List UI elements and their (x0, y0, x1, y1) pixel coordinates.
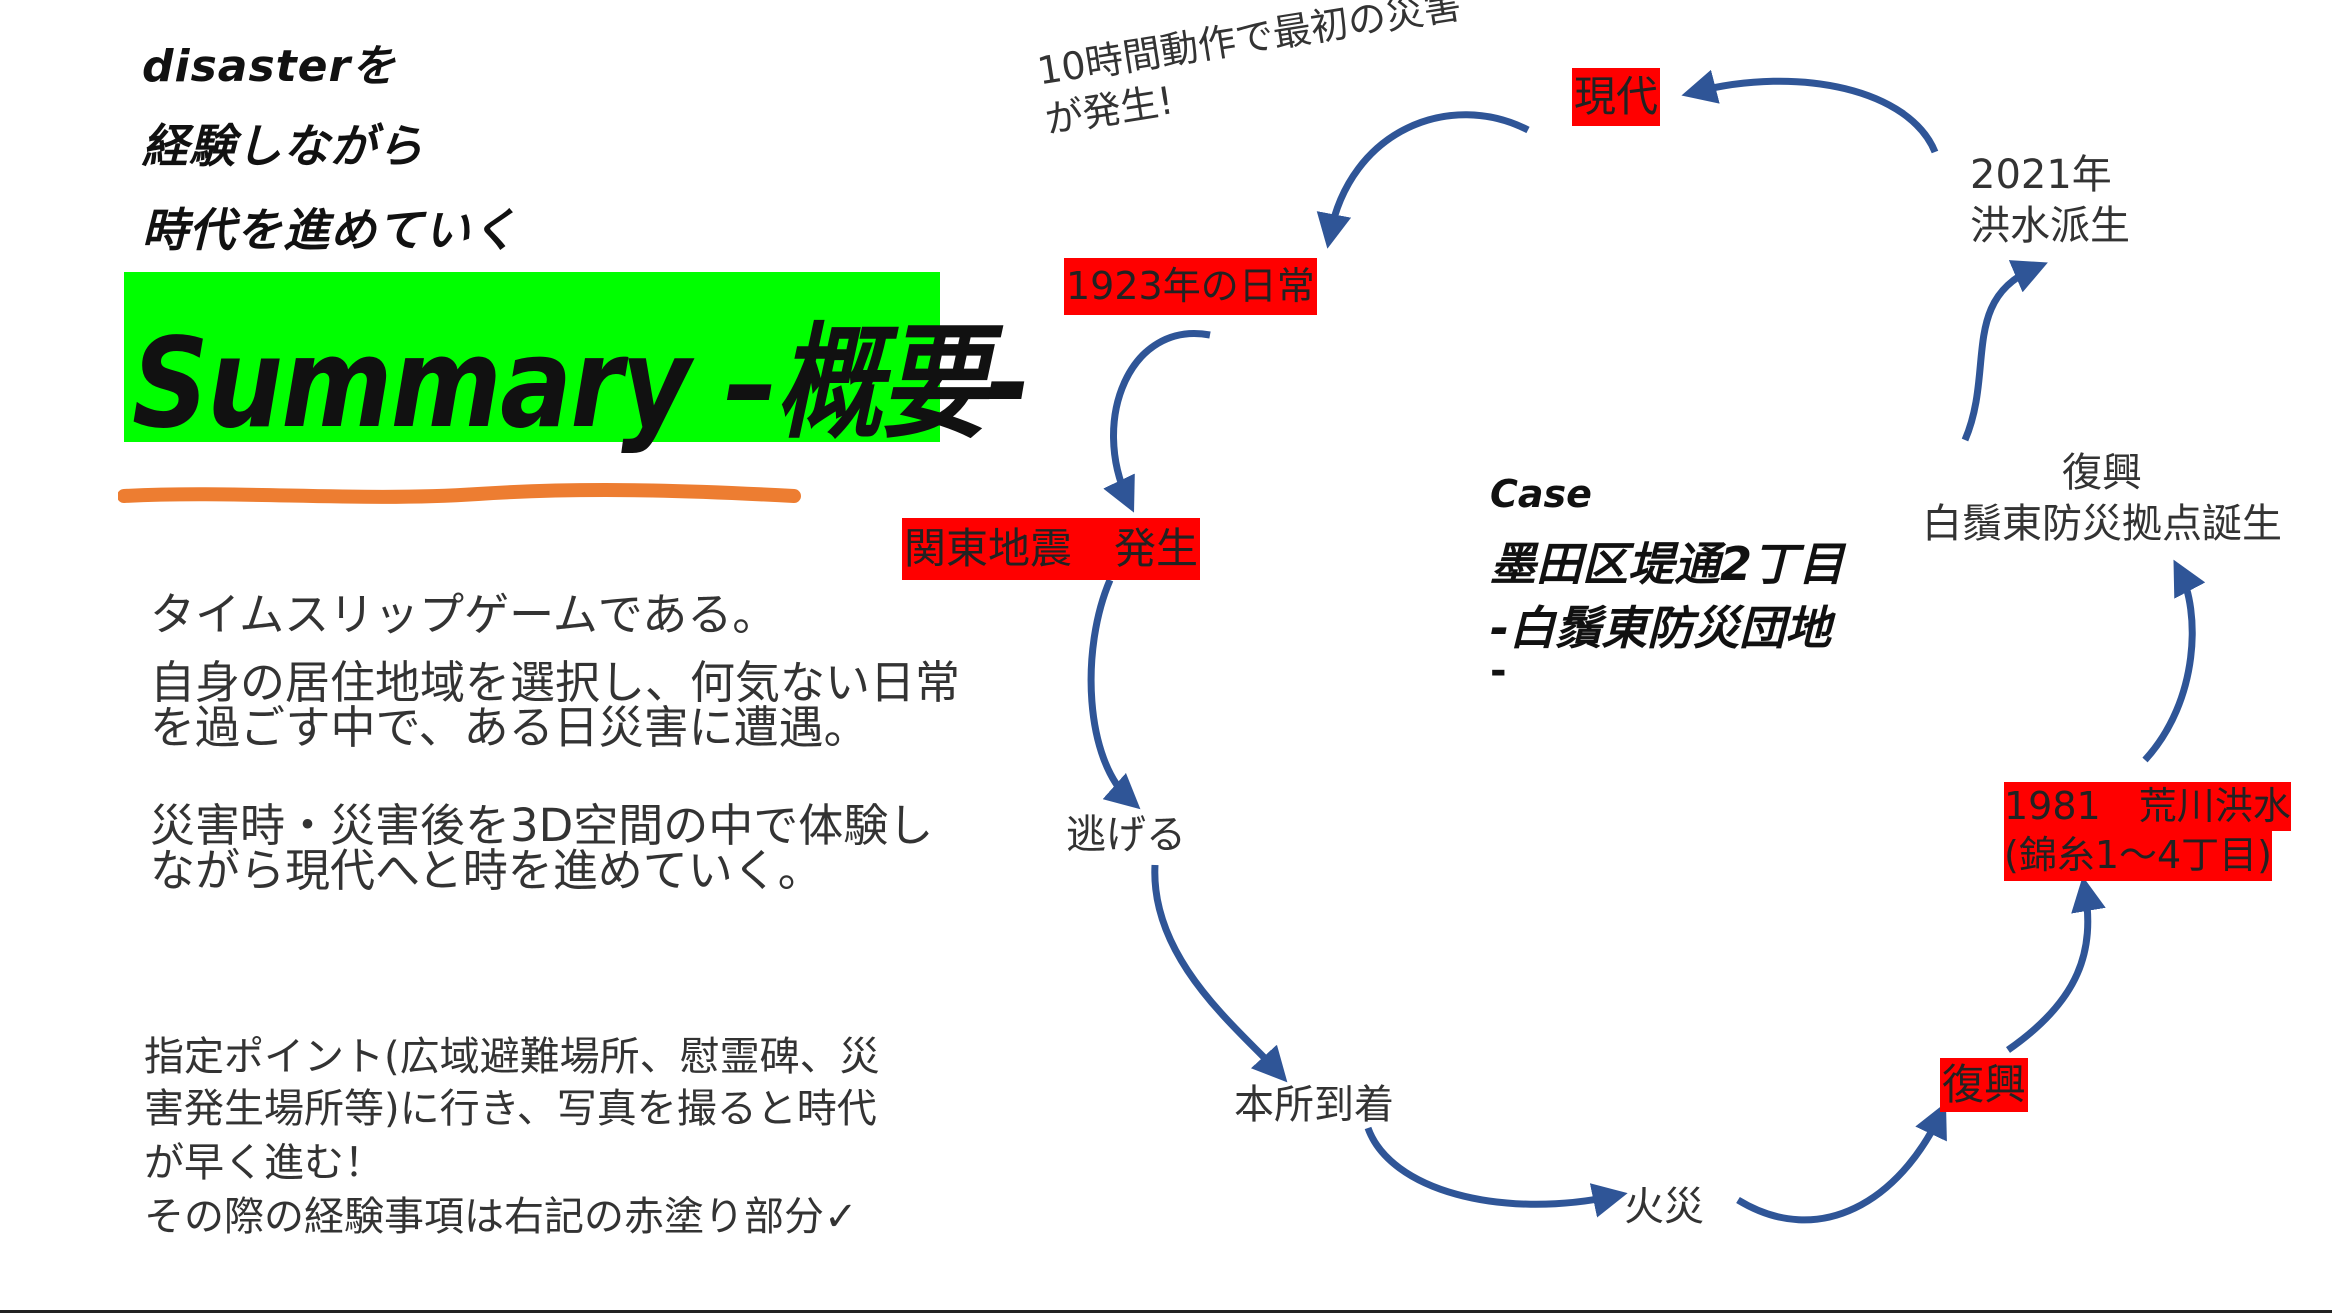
tagline-line-2: 経験しながら (142, 119, 424, 173)
tagline-line-1: disasterを (142, 41, 397, 92)
node-fukko-shirahige: 復興 白鬚東防災拠点誕生 (1922, 448, 2282, 550)
arrow-fukko1-to-2021 (1961, 260, 2048, 442)
node-fukko: 復興 (1940, 1058, 2029, 1112)
bottom-divider (0, 1310, 2332, 1313)
node-honjo-arrival: 本所到着 (1234, 1082, 1394, 1128)
description-line-1: タイムスリップゲームである。 (150, 588, 778, 641)
orange-underline (118, 483, 801, 504)
arrow-kasai-to-fukko2 (1736, 1102, 1947, 1224)
node-2021-event: 洪水派生 (1970, 203, 2130, 250)
case-address: 墨田区堤通2丁目 (1490, 537, 1845, 591)
case-label: Case (1490, 472, 1592, 516)
summary-title: Summary –概要- (132, 312, 1030, 456)
arrow-kanto-to-nigeru (1087, 578, 1141, 810)
arrow-honjo-to-kasai (1364, 1126, 1628, 1218)
case-building: -白鬚東防災団地 (1490, 601, 1832, 655)
node-1981-line-1: 1981 荒川洪水 (2004, 782, 2291, 832)
description-line-3: 災害時・災害後を3D空間の中で体験しながら現代へと時を進めていく。 (150, 799, 934, 897)
arrow-2021-to-gendai (1681, 69, 1939, 154)
node-1981-line-2: (錦糸1～4丁目) (2004, 831, 2273, 881)
node-1981-flood: 1981 荒川洪水 (錦糸1～4丁目) (2004, 782, 2291, 881)
node-gendai: 現代 (1572, 68, 1661, 126)
arrow-1981-to-fukko1 (2142, 559, 2206, 763)
node-kasai: 火災 (1624, 1184, 1704, 1230)
arrow-gendai-to-1923 (1316, 111, 1530, 249)
node-fukko-shirahige-title: 復興 (2062, 450, 2142, 496)
case-dash: - (1490, 648, 1507, 694)
arrow-1923-to-kanto (1103, 330, 1211, 513)
description-line-2: 自身の居住地域を選択し、何気ない日常を過ごす中で、ある日災害に遭遇。 (150, 656, 961, 754)
note-line-3: が早く進む！ (144, 1140, 384, 1186)
node-2021: 2021年 洪水派生 (1970, 150, 2130, 252)
node-nigeru: 逃げる (1066, 812, 1186, 858)
node-kanto-earthquake: 関東地震 発生 (902, 518, 1201, 580)
note-line-2: 害発生場所等)に行き、写真を撮ると時代 (144, 1086, 877, 1132)
node-fukko-shirahige-detail: 白鬚東防災拠点誕生 (1922, 501, 2282, 548)
tagline-line-3: 時代を進めていく (142, 203, 518, 257)
arrow-fukko2-to-1981 (2006, 876, 2106, 1053)
note-line-4: その際の経験事項は右記の赤塗り部分✓ (144, 1194, 858, 1240)
note-line-1: 指定ポイント(広域避難場所、慰霊碑、災 (144, 1034, 880, 1080)
arrow-nigeru-to-honjo (1151, 864, 1288, 1083)
summary-highlight-box (124, 272, 940, 442)
node-1923-daily: 1923年の日常 (1064, 258, 1317, 315)
node-2021-year: 2021年 (1970, 152, 2112, 198)
